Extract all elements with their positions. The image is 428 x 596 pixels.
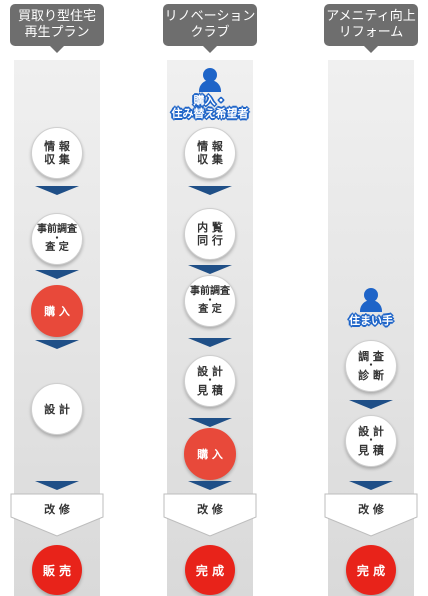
renovation-label: 改 修 (197, 503, 223, 516)
flow-arrow (188, 418, 232, 427)
header-pointer (364, 46, 378, 53)
person-head (203, 68, 217, 82)
renovation-label: 改 修 (44, 503, 70, 516)
header-line: 再生プラン (24, 25, 90, 40)
flow-arrow (188, 186, 232, 195)
step-inspection: 調 査 ・ 診 断 (345, 340, 397, 392)
renovation-box: 改 修 (10, 493, 104, 537)
renovation-box: 改 修 (163, 493, 257, 537)
step-line: ・ (366, 361, 376, 371)
flow-arrow (349, 481, 393, 490)
step-line: ・ (205, 376, 215, 386)
step-line: 設 計 (197, 365, 223, 378)
person-head (364, 288, 378, 302)
step-line: 設 計 (44, 402, 70, 416)
step-line: 査 定 (198, 304, 222, 315)
step-line: ・ (366, 436, 376, 446)
flow-arrow (188, 481, 232, 490)
final-complete: 完 成 (185, 545, 235, 595)
flow-arrow (188, 265, 232, 274)
step-design: 設 計 (31, 383, 83, 435)
person-icon (180, 68, 240, 92)
renovation-shape (163, 493, 257, 537)
column-header: リノベーション クラブ (163, 4, 257, 46)
step-line: 購 入 (197, 447, 223, 461)
flow-arrow (349, 400, 393, 409)
final-sale: 販 売 (32, 545, 82, 595)
person-label-line: 住まい手 (349, 314, 393, 327)
step-information: 情 報 収 集 (184, 127, 236, 179)
header-line: クラブ (190, 25, 230, 40)
step-line: ・ (52, 234, 62, 244)
step-viewing: 内 覧 同 行 (184, 208, 236, 260)
step-line: 事前調査 (37, 224, 77, 235)
person-body (360, 300, 382, 312)
header-line: リノベーション (164, 9, 256, 24)
column-renovation-club: リノベーション クラブ 購入・ 住み替え希望者 情 報 収 集 内 覧 同 行 … (163, 0, 257, 596)
step-line: 購 入 (44, 304, 70, 318)
column-buyback: 買取り型住宅 再生プラン 情 報 収 集 事前調査 ・ 査 定 購 入 設 計 … (10, 0, 104, 596)
renovation-shape (10, 493, 104, 537)
column-header: 買取り型住宅 再生プラン (10, 4, 104, 46)
flow-arrow (35, 481, 79, 490)
flow-arrow (35, 270, 79, 279)
person-label: 購入・ 住み替え希望者 (172, 94, 249, 120)
final-complete: 完 成 (346, 545, 396, 595)
step-line: 内 覧 (197, 221, 223, 234)
person-body (199, 80, 221, 92)
step-information: 情 報 収 集 (31, 127, 83, 179)
step-line: ・ (205, 296, 215, 306)
flow-arrow (188, 338, 232, 347)
step-line: 収 集 (44, 153, 70, 166)
step-design-estimate: 設 計 ・ 見 積 (184, 355, 236, 407)
renovation-shape (324, 493, 418, 537)
step-survey: 事前調査 ・ 査 定 (184, 275, 236, 327)
header-line: リフォーム (338, 25, 404, 40)
step-line: 設 計 (358, 425, 384, 438)
step-line: 調 査 (358, 350, 384, 363)
step-line: 事前調査 (190, 286, 230, 297)
step-purchase: 購 入 (31, 285, 83, 337)
flow-arrow (35, 340, 79, 349)
column-header: アメニティ向上 リフォーム (324, 4, 418, 46)
person-icon (341, 288, 401, 312)
step-line: 査 定 (45, 242, 69, 253)
renovation-box: 改 修 (324, 493, 418, 537)
step-line: 情 報 (197, 140, 223, 153)
person-label: 住まい手 (349, 314, 393, 327)
header-line: アメニティ向上 (326, 9, 416, 24)
step-purchase: 購 入 (184, 428, 236, 480)
header-pointer (50, 46, 64, 53)
step-line: 情 報 (44, 140, 70, 153)
step-line: 収 集 (197, 153, 223, 166)
step-line: 診 断 (358, 369, 384, 382)
step-line: 見 積 (358, 444, 384, 457)
step-survey: 事前調査 ・ 査 定 (31, 213, 83, 265)
person-label-line: 住み替え希望者 (171, 107, 249, 120)
header-pointer (203, 46, 217, 53)
header-line: 買取り型住宅 (17, 9, 96, 24)
person-label-line: 購入・ (193, 94, 227, 107)
renovation-label: 改 修 (358, 503, 384, 516)
column-amenity-reform: アメニティ向上 リフォーム 住まい手 調 査 ・ 診 断 設 計 ・ 見 積 改… (324, 0, 418, 596)
flow-arrow (35, 186, 79, 195)
step-line: 同 行 (197, 234, 223, 247)
step-line: 見 積 (197, 384, 223, 397)
step-design-estimate: 設 計 ・ 見 積 (345, 415, 397, 467)
